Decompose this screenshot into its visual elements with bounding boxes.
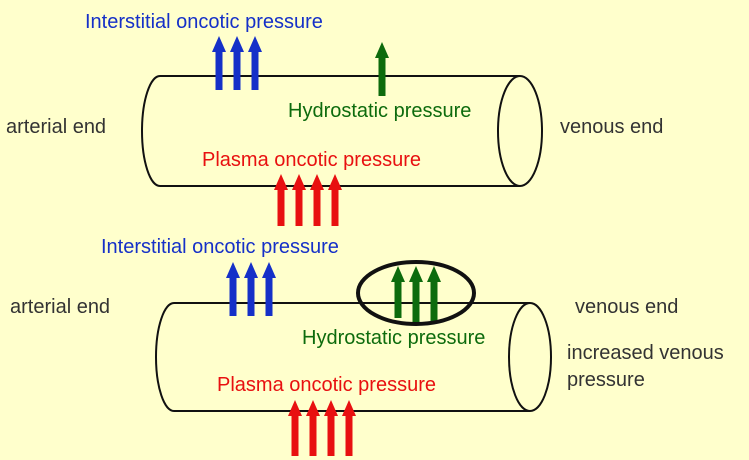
increased-venous-pressure-line2: pressure [567,369,645,391]
plasma-label-top: Plasma oncotic pressure [202,149,421,171]
interstitial-arrow-2 [230,36,244,90]
interstitial-arrows-bottom [226,262,276,316]
tube-body-outline [141,75,520,187]
plasma-arrow-1 [288,400,302,456]
hydrostatic-arrow-3 [427,266,441,322]
hydrostatic-label-top: Hydrostatic pressure [288,100,471,122]
plasma-arrows-top [274,174,342,226]
increased-venous-pressure-line1: increased venous [567,342,724,364]
interstitial-arrow-3 [248,36,262,90]
plasma-arrow-4 [342,400,356,456]
hydrostatic-arrow-2 [409,266,423,322]
interstitial-label-bottom: Interstitial oncotic pressure [101,236,339,258]
plasma-arrow-2 [292,174,306,226]
hydrostatic-arrows-bottom [391,266,441,322]
top-diagram: Interstitial oncotic pressure Hydrostati… [6,11,663,226]
hydrostatic-arrow-1 [391,266,405,318]
plasma-arrows-bottom [288,400,356,456]
venous-end-label-bottom: venous end [575,296,678,318]
capillary-tube [155,302,552,412]
arterial-end-label-top: arterial end [6,116,106,138]
plasma-arrow-2 [306,400,320,456]
tube-venous-opening [508,302,552,412]
hydrostatic-arrow-1 [375,42,389,96]
interstitial-arrow-3 [262,262,276,316]
interstitial-arrows-top [212,36,262,90]
capillary-tube [141,75,543,187]
plasma-arrow-1 [274,174,288,226]
plasma-label-bottom: Plasma oncotic pressure [217,374,436,396]
plasma-arrow-3 [324,400,338,456]
plasma-arrow-4 [328,174,342,226]
tube-body-outline [155,302,530,412]
arterial-end-label-bottom: arterial end [10,296,110,318]
plasma-arrow-3 [310,174,324,226]
interstitial-arrow-1 [212,36,226,90]
interstitial-arrow-1 [226,262,240,316]
interstitial-arrow-2 [244,262,258,316]
hydrostatic-highlight-ellipse [356,260,476,326]
hydrostatic-label-bottom: Hydrostatic pressure [302,327,485,349]
bottom-diagram: Interstitial oncotic pressure Hydrostati… [10,236,724,456]
venous-end-label-top: venous end [560,116,663,138]
tube-venous-opening [497,75,543,187]
interstitial-label-top: Interstitial oncotic pressure [85,11,323,33]
hydrostatic-arrows-top [375,42,389,96]
